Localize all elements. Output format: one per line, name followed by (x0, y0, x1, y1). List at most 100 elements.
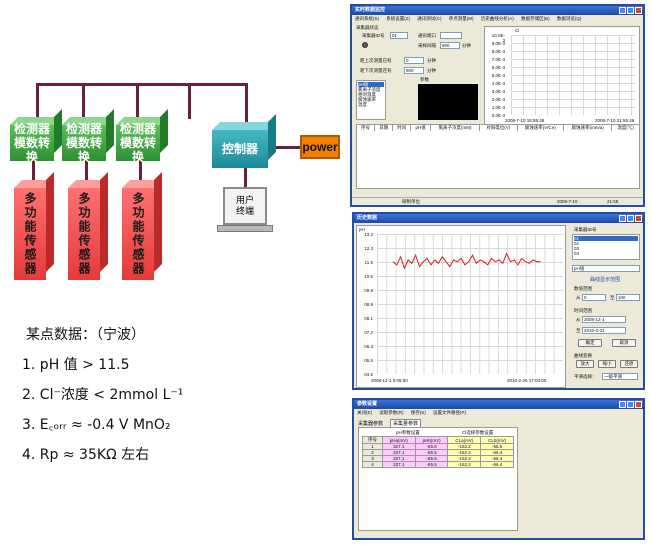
controller: 控制器 (212, 114, 276, 168)
chart-title: Cl (515, 28, 520, 33)
zoom-in-button[interactable]: 放大 (576, 360, 594, 368)
y-tick-label: 3.0E-3 (491, 89, 505, 94)
table-header-row: 序号 pHa(mV) pHb(mV) CLa(mV) CLb(mV) (362, 436, 514, 444)
comm-port-field (440, 32, 462, 39)
param-title: 参数 (420, 77, 429, 82)
tab-collector-params[interactable]: 采集器参数 (358, 421, 384, 427)
cl-group-label: Cl选择参数设置 (462, 430, 494, 435)
minimize-button[interactable] (619, 7, 626, 14)
menu-item[interactable]: 数据存储区(B) (521, 16, 550, 21)
collector-listbox[interactable]: 01 02 03 04 (572, 234, 640, 260)
bus-drop-4 (188, 83, 191, 119)
interval-field[interactable]: 900 (440, 42, 460, 49)
y-tick-label: 5.0E-3 (491, 73, 505, 78)
param-list-item[interactable]: 氯离子浓度 (358, 87, 381, 92)
comm-port-label: 通讯端口 (418, 33, 436, 38)
cell[interactable]: -66.4 (480, 461, 514, 468)
y-tick-label: 10.6 (364, 274, 373, 279)
header-cell: CLa(mV) (447, 436, 482, 444)
window-title: 参数设置 (357, 401, 378, 407)
collector-status-title: 采集器状态 (356, 25, 379, 30)
cell[interactable]: 327.1 (381, 461, 416, 468)
menu-item[interactable]: 保存(S) (410, 410, 426, 415)
menu-item[interactable]: 通讯系统(S) (355, 16, 379, 21)
value-from-field[interactable]: 0 (582, 294, 606, 301)
terminal-wire (244, 166, 247, 188)
bus-drop-1 (36, 83, 39, 119)
menu-item[interactable]: 设置文件路径(P) (433, 410, 467, 415)
sensor-1: 多功能传感器 (14, 172, 54, 280)
menu-item[interactable]: 单点测量(M) (448, 16, 474, 21)
collector-list-item[interactable]: 01 (574, 236, 638, 241)
cancel-button[interactable]: 取消 (612, 339, 636, 347)
controller-label: 控制器 (212, 130, 268, 168)
window-titlebar[interactable]: 实时数据监控 (352, 6, 643, 15)
menu-item[interactable]: 关闭(E) (357, 410, 372, 415)
close-button[interactable] (635, 215, 642, 222)
param-list-item[interactable]: 温度 (358, 102, 367, 107)
sensor-label: 多功能传感器 (131, 192, 145, 276)
site-notes: 某点数据：（宁波） 1. pH 值 > 11.5 2. Cl⁻浓度 < 2mmo… (22, 320, 183, 470)
collector-list-item[interactable]: 02 (574, 241, 580, 246)
y-tick-label: 04.6 (364, 372, 373, 377)
time-to-picker[interactable]: 2010-3-31 (582, 327, 626, 334)
smooth-select[interactable]: 一级平滑 (602, 373, 638, 380)
collector-list-item[interactable]: 04 (574, 251, 580, 256)
sensor-wire-2 (85, 160, 88, 184)
y-tick-label: 2.0E-3 (491, 97, 505, 102)
range-button[interactable]: 曲线显示范围 (590, 277, 621, 283)
close-button[interactable] (635, 401, 642, 408)
converter-label: 检测器 模数转换 (62, 122, 106, 164)
param-select[interactable]: pH值 (572, 265, 640, 272)
collector-id-label: 采集器ID号 (574, 227, 597, 232)
ok-button[interactable]: 确定 (578, 339, 602, 347)
zoom-out-button[interactable]: 缩小 (598, 360, 616, 368)
close-button[interactable] (635, 7, 642, 14)
maximize-button[interactable] (627, 401, 634, 408)
menu-item[interactable]: 历史曲线分析(A) (480, 16, 514, 21)
minimize-button[interactable] (619, 401, 626, 408)
ph-line-chart (392, 252, 541, 270)
param-list-item[interactable]: 相对温度 (358, 92, 376, 97)
value-to-field[interactable]: 100 (616, 294, 640, 301)
y-tick-label: 10.0E-3 (491, 33, 505, 43)
bus-line (36, 83, 248, 86)
menu-item[interactable]: 读取参数(R) (379, 410, 404, 415)
note-item-2: 2. Cl⁻浓度 < 2mmol L⁻¹ (22, 387, 184, 403)
param-table: 序号 pHa(mV) pHb(mV) CLa(mV) CLb(mV) 1 327… (362, 436, 514, 468)
collector-id-select[interactable]: 01 (390, 32, 408, 39)
maximize-button[interactable] (627, 215, 634, 222)
param-list-item[interactable]: 腐蚀速率 (358, 97, 376, 102)
next-measure-unit: 分钟 (427, 68, 436, 73)
zoom-group-label: 曲线变换 (574, 353, 592, 358)
minimize-button[interactable] (619, 215, 626, 222)
table-row: 4 327.1 -65.5 -162.2 -66.4 (362, 461, 514, 468)
next-measure-label: 距下次测量还有 (360, 68, 392, 73)
power-box: power (300, 135, 340, 159)
menu-item[interactable]: 数据浏览(Q) (556, 16, 582, 21)
sensor-label: 多功能传感器 (23, 192, 37, 276)
window-titlebar[interactable]: 参数设置 (354, 400, 643, 409)
y-tick-label: 07.2 (364, 330, 373, 335)
sensor-3: 多功能传感器 (122, 172, 162, 280)
menu-item[interactable]: 系统设置(Z) (386, 16, 411, 21)
restore-button[interactable]: 还原 (620, 360, 638, 368)
time-to-label: 至 (576, 328, 581, 333)
param-list-item[interactable]: pH值 (358, 82, 384, 87)
header-cell: pHb(mV) (414, 436, 449, 444)
window-titlebar[interactable]: 历史数据 (354, 214, 643, 223)
time-from-picker[interactable]: 2008-12-1 (582, 316, 626, 323)
y-tick-label: 8.0E-3 (491, 49, 505, 54)
param-listbox[interactable]: pH值 氯离子浓度 相对温度 腐蚀速率 温度 (356, 80, 386, 120)
collector-list-item[interactable]: 03 (574, 246, 580, 251)
window-title: 历史数据 (357, 215, 378, 221)
maximize-button[interactable] (627, 7, 634, 14)
menu-item[interactable]: 通讯测试(C) (417, 16, 442, 21)
cell[interactable]: -65.5 (414, 461, 449, 468)
cell[interactable]: -162.2 (447, 461, 482, 468)
converter-2: 检测器 模数转换 (62, 109, 114, 164)
